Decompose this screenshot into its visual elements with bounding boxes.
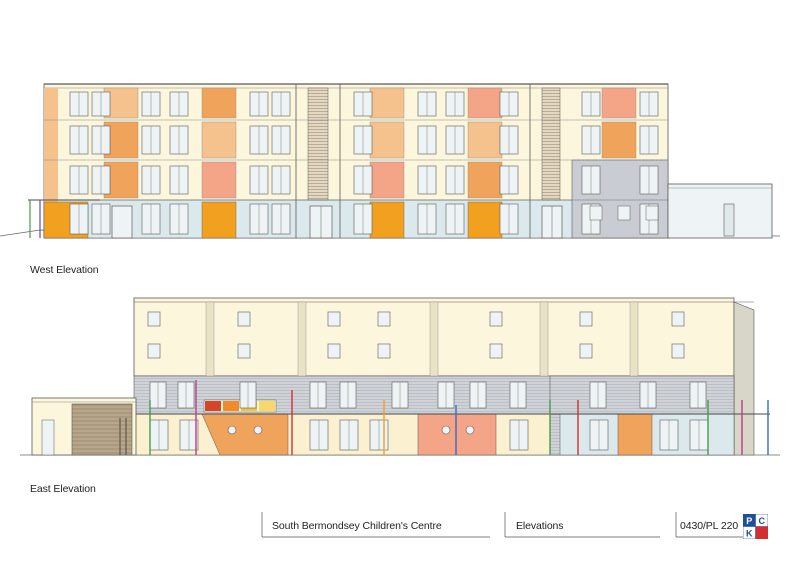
east-timber-screen [71,403,133,456]
window [237,311,251,327]
west-annex [667,183,773,239]
east-orange-wall-2 [417,413,497,456]
bay-divider [297,301,307,377]
window [579,311,593,327]
window [327,311,341,327]
window [147,311,161,327]
drawing-number: 0430/PL 220 [680,520,739,532]
east-windows [147,311,709,451]
svg-text:K: K [746,529,753,539]
svg-text:P: P [746,516,752,526]
window [237,343,251,359]
window [327,343,341,359]
project-name: South Bermondsey Children's Centre [272,520,442,532]
pck-logo: P C K [743,514,768,539]
bay-divider [205,301,215,377]
east-bay-dividers [205,301,639,377]
west-elevation [0,83,781,239]
window [377,343,391,359]
window [671,343,685,359]
window [377,311,391,327]
west-side-door [111,205,133,239]
west-stair-louvres-2 [541,87,561,201]
window [489,311,503,327]
east-end-wall [733,301,755,456]
window [671,311,685,327]
west-elevation-label: West Elevation [30,264,99,276]
bay-divider [429,301,439,377]
sheet-title: Elevations [516,520,564,532]
window [147,343,161,359]
window [489,343,503,359]
window [579,343,593,359]
west-stair-louvres-1 [307,87,329,201]
east-canopy-posts [149,380,769,455]
svg-text:C: C [759,516,766,526]
east-elevation [20,297,780,456]
bay-divider [629,301,639,377]
east-elevation-label: East Elevation [30,483,96,495]
bay-divider [539,301,549,377]
west-windows [69,91,659,235]
